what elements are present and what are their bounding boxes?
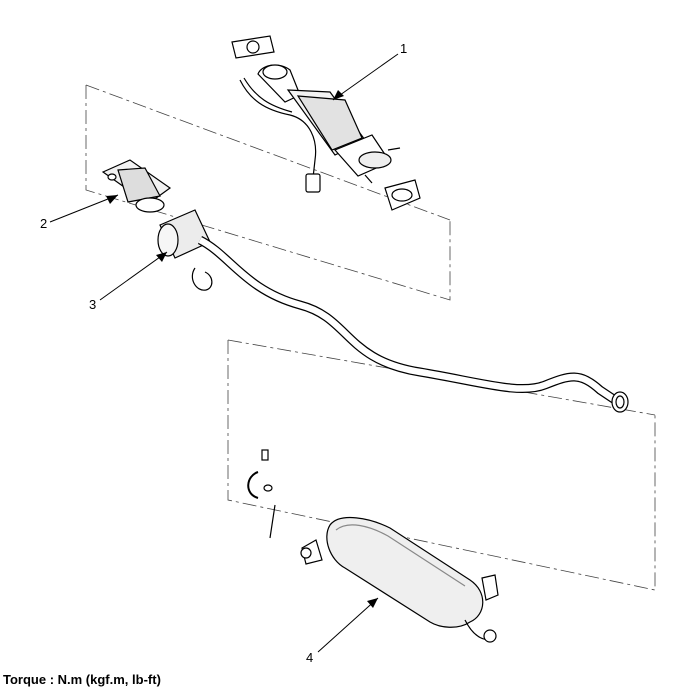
callout-number-4: 4 [306, 650, 313, 665]
warm-up-catalytic-converter [101, 159, 172, 213]
main-muffler [247, 449, 499, 643]
center-muffler-pipe [157, 209, 629, 413]
callout-number-1: 1 [400, 41, 407, 56]
assembly-guide-lower [227, 339, 656, 591]
assembly-guide-upper [85, 84, 451, 301]
callout-4: 4 [306, 597, 379, 665]
callout-3: 3 [89, 251, 168, 312]
callout-number-2: 2 [40, 216, 47, 231]
manifold-catalytic-converter [231, 35, 421, 211]
callout-2: 2 [40, 194, 119, 231]
callout-number-3: 3 [89, 297, 96, 312]
torque-note: Torque : N.m (kgf.m, lb-ft) [3, 672, 161, 687]
callout-1: 1 [332, 41, 407, 101]
